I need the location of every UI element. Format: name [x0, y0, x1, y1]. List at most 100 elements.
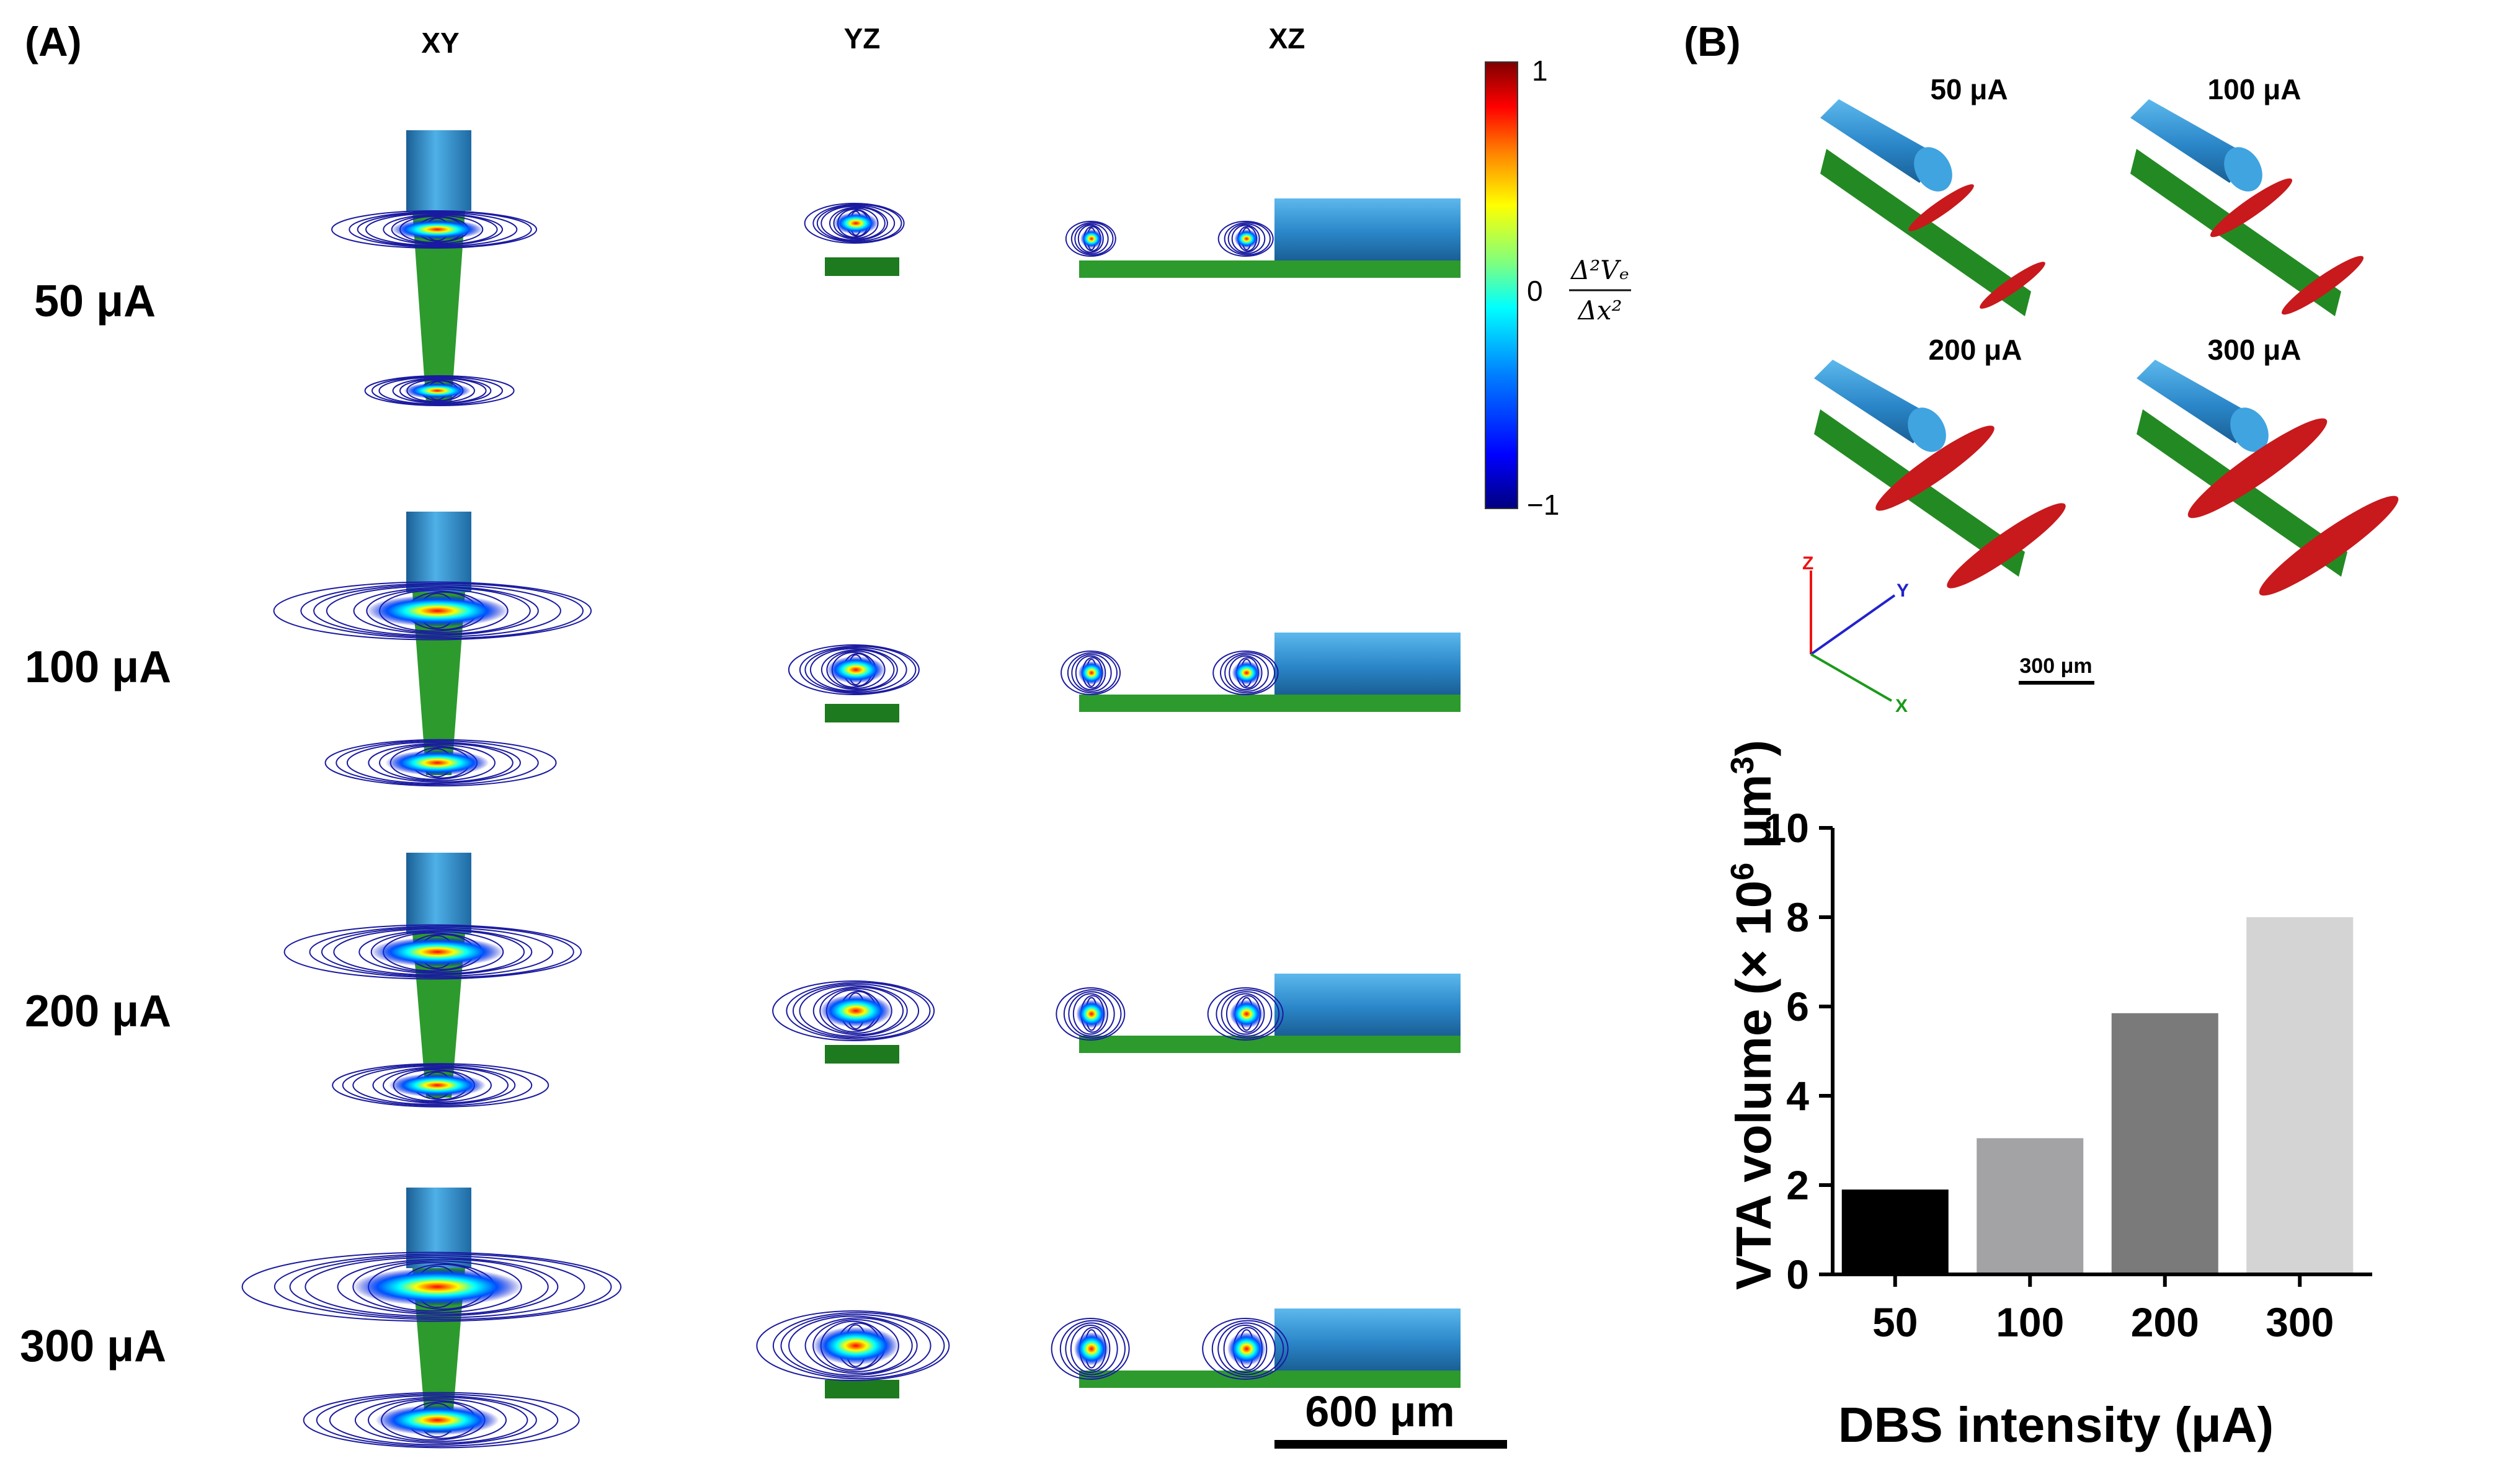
xz-contour-right	[1212, 651, 1279, 695]
colorbar-mid-label: 0	[1527, 275, 1543, 307]
contour-line	[1227, 223, 1266, 254]
contour-line	[309, 925, 574, 979]
contour-line	[337, 1258, 549, 1315]
contour-line	[368, 743, 514, 783]
contour-line	[792, 983, 920, 1039]
contour-line	[1077, 224, 1104, 253]
x-axis-line	[1810, 653, 1892, 702]
vta-render	[1820, 99, 2045, 316]
contour-core	[1229, 999, 1264, 1029]
contour-row	[273, 512, 1461, 787]
contour-line	[1231, 224, 1260, 253]
row-label-300ua: 300 μA	[20, 1322, 166, 1371]
contour-line	[321, 926, 554, 977]
contour-line	[1067, 652, 1118, 694]
bar-100	[1977, 1138, 2084, 1273]
vta-volume-bar-chart: VTA volume (× 106 μm3) DBS intensity (μA…	[1725, 740, 2372, 1452]
xz-contour-left	[1065, 221, 1116, 257]
contour-line	[383, 214, 498, 245]
contour-line	[1223, 1325, 1268, 1373]
contour-row	[283, 853, 1461, 1108]
chart-y-tick-label: 2	[1786, 1162, 1809, 1208]
contour-line	[378, 376, 492, 405]
chart-y-tick-label: 10	[1764, 805, 1809, 851]
vta-blob-top	[1875, 425, 1995, 511]
contour-line	[1056, 987, 1126, 1041]
vta-render	[1814, 360, 2066, 589]
column-header-xz: XZ	[1269, 22, 1305, 55]
row-label-100ua: 100 μA	[25, 642, 171, 692]
panel-b-scale-bar	[2019, 681, 2094, 685]
contour-line	[1074, 223, 1109, 254]
chart-y-tick-label: 6	[1786, 984, 1809, 1029]
contour-line	[305, 1256, 559, 1317]
contour-line	[329, 1395, 537, 1446]
contour-core	[1234, 229, 1259, 249]
contour-line	[368, 1398, 507, 1442]
contour-line	[333, 928, 533, 975]
contour-line	[1217, 221, 1274, 257]
colorbar-expression-numerator: Δ²Vₑ	[1570, 255, 1629, 285]
xy-contour-top	[273, 581, 592, 641]
vta-render	[2137, 360, 2399, 596]
contour-line	[1212, 651, 1279, 695]
yz-contour	[772, 980, 935, 1041]
contour-core	[385, 750, 489, 776]
contour-line	[346, 741, 521, 784]
row-label-200ua: 200 μA	[25, 987, 171, 1036]
panel-b-scale-bar-label: 300 μm	[2019, 654, 2092, 678]
xz-shank	[1079, 1036, 1461, 1053]
y-axis-line	[1810, 594, 1896, 655]
vta-blob-top	[2210, 178, 2293, 238]
column-header-xy: XY	[421, 27, 459, 59]
contour-line	[289, 1255, 585, 1318]
contour-line	[821, 205, 888, 241]
contour-line	[1061, 651, 1121, 695]
contour-line	[383, 1068, 492, 1103]
render-label-100ua: 100 μA	[2208, 73, 2302, 105]
contour-core	[391, 219, 484, 240]
colorbar	[1485, 61, 1518, 509]
contour-line	[1225, 993, 1265, 1035]
contour-core	[388, 1073, 486, 1098]
contour-line	[788, 644, 920, 695]
panel-a-label: (A)	[25, 19, 82, 64]
y-axis-letter: Y	[1897, 580, 1909, 601]
panel-b-label: (B)	[1684, 19, 1741, 64]
contour-line	[349, 211, 532, 248]
contour-core	[370, 937, 504, 967]
contour-core	[819, 994, 892, 1028]
contour-line	[780, 1313, 932, 1378]
xz-shank	[1079, 695, 1461, 712]
contour-line	[1071, 654, 1112, 692]
bar-300	[2246, 917, 2354, 1273]
xy-contour-bottom	[364, 375, 515, 406]
render-electrode-tip	[2224, 147, 2262, 192]
electrode-body	[406, 512, 471, 592]
xz-electrode	[1274, 974, 1461, 1036]
contour-line	[379, 744, 496, 781]
contour-line	[1070, 222, 1114, 255]
contour-line	[342, 1064, 533, 1106]
vta-blob-bottom	[1947, 503, 2066, 589]
contour-line	[392, 378, 487, 404]
contour-core	[834, 212, 878, 234]
contour-core	[1232, 660, 1261, 685]
contour-core	[1076, 999, 1107, 1029]
contour-line	[809, 648, 898, 691]
render-shank	[1820, 149, 2031, 316]
bar-200	[2111, 1013, 2218, 1273]
yz-contour	[804, 203, 905, 244]
contour-line	[1224, 222, 1271, 255]
xz-shank	[1079, 260, 1461, 278]
contour-line	[364, 375, 515, 406]
axis-triad: Z Y X	[1802, 553, 1909, 716]
xz-electrode	[1274, 633, 1461, 695]
render-shank	[2130, 149, 2341, 316]
contour-line	[786, 982, 931, 1040]
chart-x-tick-label: 50	[1872, 1299, 1918, 1345]
yz-contour	[756, 1310, 950, 1381]
contour-row	[241, 1188, 1461, 1449]
xy-contour-top	[241, 1251, 622, 1322]
vta-3d-renders	[1814, 99, 2399, 596]
